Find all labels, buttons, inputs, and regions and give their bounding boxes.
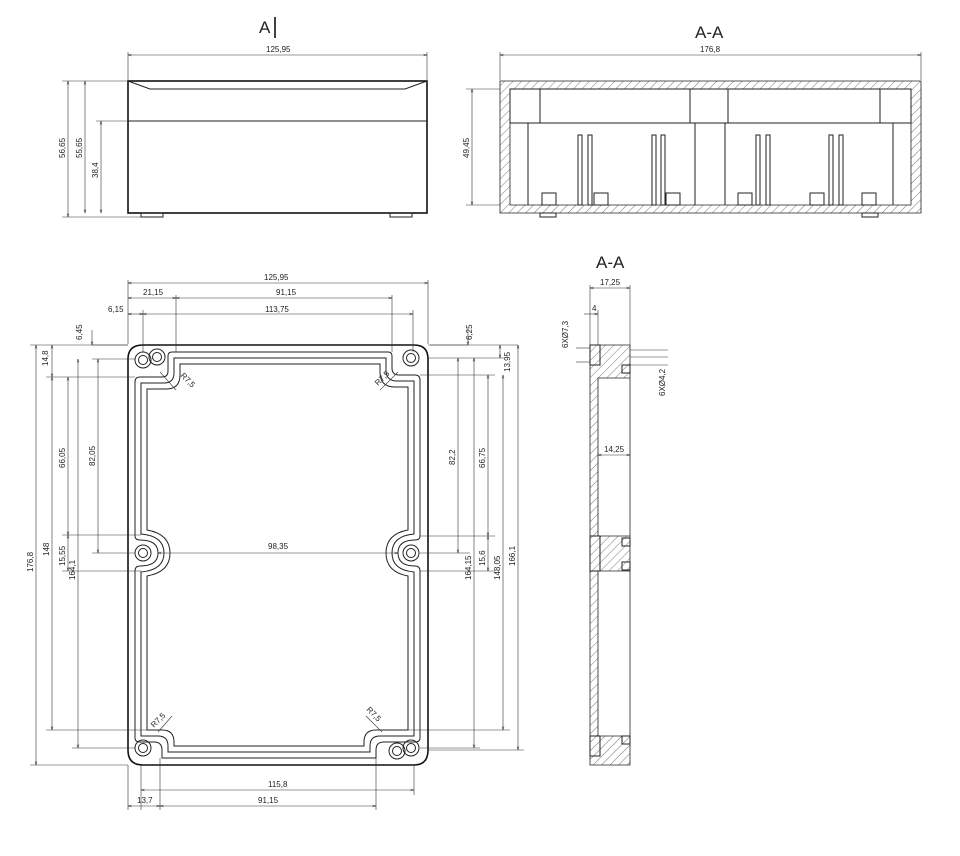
section-side-walls: [589, 344, 631, 766]
section-top-lid-cavity: [509, 88, 912, 124]
dim-left-14-8: 14,8: [41, 350, 50, 366]
plan-inner-cavity: [146, 363, 409, 747]
dim-right-13-95: 13,95: [503, 351, 512, 372]
dim-top-21: 21,15: [143, 288, 164, 297]
dim-side-6x42: 6XØ4,2: [658, 368, 667, 396]
front-foot-left: [140, 212, 164, 218]
dim-top-width: 125,95: [264, 273, 289, 282]
dim-bot-13-7: 13,7: [137, 796, 153, 805]
plan-gasket-outer: [134, 351, 421, 759]
front-body-outline: [127, 80, 428, 214]
dim-radius-br: R7,5: [365, 705, 384, 724]
section-top-label: A-A: [695, 23, 724, 42]
dim-left-66: 66,05: [58, 447, 67, 468]
section-top-bosses: [541, 192, 877, 206]
dim-mid-98: 98,35: [268, 542, 289, 551]
dim-right-148-05: 148,05: [493, 555, 502, 580]
section-top-view: A-A 176,8: [462, 23, 922, 218]
dim-left-15-55: 15,55: [58, 545, 67, 566]
dim-left-148: 148: [42, 542, 51, 556]
dim-front-h-mid: 55,65: [75, 137, 84, 158]
dim-top-91: 91,15: [276, 288, 297, 297]
dim-top-113: 113,75: [265, 305, 289, 314]
dim-bot-91: 91,15: [258, 796, 279, 805]
dim-right-15-6: 15,6: [478, 550, 487, 566]
dim-top-6-15: 6,15: [108, 305, 124, 314]
dim-radius-bl: R7,5: [149, 711, 168, 730]
front-view-label: A: [259, 18, 271, 37]
plan-outer-outline: [127, 344, 429, 766]
plan-view: R7,5 R7,5 R7,5 R7,5 125,95 21,15 91,15 6…: [26, 273, 524, 810]
section-top-ribs: [527, 123, 894, 206]
section-side-label: A-A: [596, 253, 625, 272]
dim-right-164-15: 164,15: [464, 555, 473, 580]
front-view: A 125,95 56,65 55,65 38,4: [58, 17, 428, 218]
dim-bot-115: 115,8: [268, 780, 288, 789]
dim-sec-height: 49,45: [462, 137, 471, 158]
dim-right-82-2: 82,2: [448, 449, 457, 465]
dim-left-164-1: 164,1: [68, 559, 77, 580]
dim-top-6-25: 6,25: [465, 324, 474, 340]
section-top-walls: [499, 80, 922, 214]
dim-side-17-25: 17,25: [600, 278, 621, 287]
dim-front-width: 125,95: [266, 45, 291, 54]
dim-side-6x73: 6XØ7,3: [561, 320, 570, 348]
dim-top-6-45: 6,45: [75, 324, 84, 340]
dim-left-176: 176,8: [26, 551, 35, 572]
dim-front-h-low: 38,4: [91, 162, 100, 178]
plan-gasket-inner: [140, 357, 415, 753]
dim-right-166-1: 166,1: [508, 545, 517, 566]
dim-side-14-25: 14,25: [604, 445, 625, 454]
dim-left-82: 82,05: [88, 445, 97, 466]
dim-sec-width: 176,8: [700, 45, 721, 54]
dim-side-4: 4: [592, 304, 597, 313]
section-side-view: A-A 17,25 4 6XØ7,3 6XØ4,2 14,25: [561, 253, 668, 766]
plan-screw-holes: [134, 348, 420, 760]
front-lid-edge: [127, 80, 428, 90]
dim-radius-tl: R7,5: [179, 371, 198, 390]
dim-front-h-total: 56,65: [58, 137, 67, 158]
dim-right-66-75: 66,75: [478, 447, 487, 468]
front-foot-right: [389, 212, 413, 218]
